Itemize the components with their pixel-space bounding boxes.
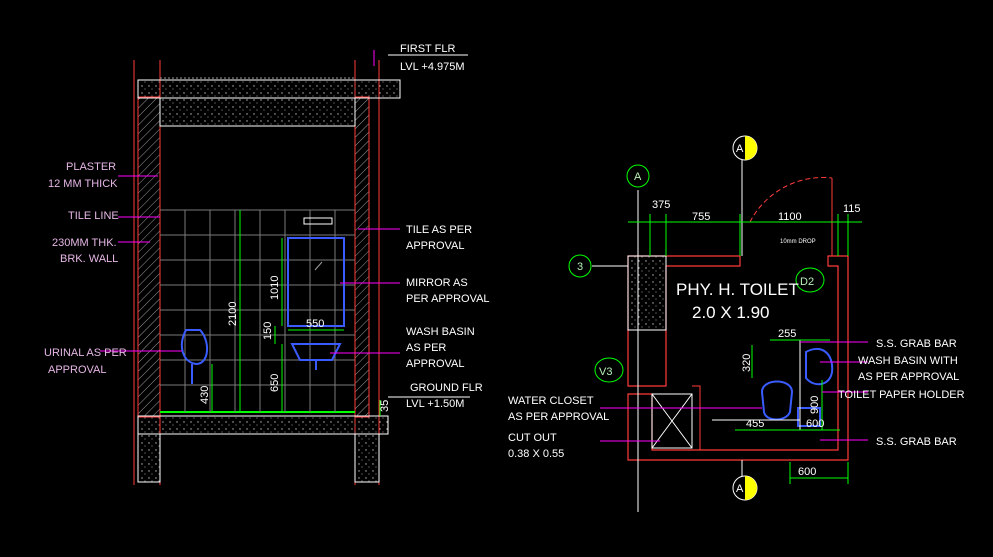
tile-grid <box>160 209 355 412</box>
cut-out-size: 0.38 X 0.55 <box>508 448 564 460</box>
beam <box>159 97 356 127</box>
wash-basin-label: AS PER APPROVAL <box>858 371 959 383</box>
water-closet-label: AS PER APPROVAL <box>508 411 609 423</box>
ground-floor-slab <box>137 415 389 435</box>
dim-550: 550 <box>306 318 324 330</box>
vent-tag <box>594 357 624 383</box>
tile-line-label: TILE LINE <box>68 210 119 222</box>
section-a-top: A <box>736 143 744 155</box>
room-title: PHY. H. TOILET <box>676 280 799 299</box>
grid-bubble-a <box>626 164 650 188</box>
grab-bar-label: S.S. GRAB BAR <box>876 436 957 448</box>
door-swing <box>749 177 833 223</box>
room-size: 2.0 X 1.90 <box>692 303 770 322</box>
dim-650: 650 <box>269 374 281 392</box>
cistern <box>797 407 821 427</box>
footing-left <box>137 433 161 483</box>
plan-view: A 3 D2 V3 A A PHY. H. TOILET 2.0 X 1.90 … <box>508 135 965 512</box>
wash-basin-plan <box>805 347 834 386</box>
door-tag <box>795 267 825 293</box>
wash-basin-elevation <box>290 343 342 361</box>
dim-755: 755 <box>692 211 710 223</box>
mirror <box>287 237 345 327</box>
dim-150: 150 <box>262 322 274 340</box>
plan-wall <box>692 385 701 450</box>
ground-level-label: LVL +1.50M <box>406 398 464 410</box>
basin-label: AS PER <box>406 342 446 354</box>
urinal-label: APPROVAL <box>48 364 107 376</box>
drop-label: 10mm DROP <box>780 239 816 245</box>
first-floor-label: FIRST FLR <box>400 43 455 55</box>
section-a-bottom: A <box>736 483 744 495</box>
section-marker-fill <box>745 136 757 160</box>
dim-455: 455 <box>746 418 764 430</box>
vent-v3-label: V3 <box>599 366 612 378</box>
section-marker-fill <box>745 476 757 500</box>
cut-out-cross <box>651 393 693 449</box>
ground-floor-label: GROUND FLR <box>410 382 483 394</box>
dim-115: 115 <box>843 203 861 215</box>
wall-label: BRK. WALL <box>60 253 118 265</box>
dim-600-top: 600 <box>806 418 824 430</box>
dim-2100: 2100 <box>227 302 239 326</box>
dim-600-bottom: 600 <box>798 466 816 478</box>
dim-1100: 1100 <box>778 211 802 223</box>
urinal-elevation <box>180 329 208 366</box>
tile-label: TILE AS PER <box>406 224 472 236</box>
first-level-label: LVL +4.975M <box>400 61 465 73</box>
plaster-label: PLASTER <box>66 161 116 173</box>
dim-1010: 1010 <box>269 276 281 300</box>
tile-label: APPROVAL <box>406 240 465 252</box>
wash-basin-label: WASH BASIN WITH <box>858 355 958 367</box>
elevation-view: PLASTER 12 MM THICK TILE LINE 230MM THK.… <box>44 43 490 485</box>
mirror-reflection <box>314 261 323 271</box>
plaster-label: 12 MM THICK <box>48 178 118 190</box>
dim-320: 320 <box>741 354 753 372</box>
dim-255: 255 <box>778 328 796 340</box>
plan-dimensions <box>628 214 862 484</box>
water-closet-plan <box>760 380 794 421</box>
grid-a-label: A <box>634 171 642 183</box>
paper-holder-label: TOILET PAPER HOLDER <box>838 389 965 401</box>
elevation-leaders <box>100 50 400 354</box>
urinal-label: URINAL AS PER <box>44 347 127 359</box>
elevation-dimensions <box>211 210 381 416</box>
mirror-label: PER APPROVAL <box>406 293 490 305</box>
plan-leaders <box>600 341 868 442</box>
mirror-light <box>303 217 333 225</box>
right-wall <box>354 96 370 418</box>
left-wall <box>137 96 161 418</box>
basin-label: WASH BASIN <box>406 326 475 338</box>
dim-375: 375 <box>652 199 670 211</box>
dim-430: 430 <box>199 386 211 404</box>
footing-right <box>354 433 380 483</box>
cut-out-box <box>651 393 693 449</box>
grab-bar-label: S.S. GRAB BAR <box>876 338 957 350</box>
first-floor-slab <box>137 79 401 99</box>
column <box>627 255 667 331</box>
basin-label: APPROVAL <box>406 358 465 370</box>
door-d2-label: D2 <box>800 276 814 288</box>
water-closet-label: WATER CLOSET <box>508 395 594 407</box>
wall-label: 230MM THK. <box>52 237 117 249</box>
dim-35: 35 <box>379 400 391 412</box>
cut-out-label: CUT OUT <box>508 432 557 444</box>
grid-bubble-3 <box>568 254 592 278</box>
mirror-label: MIRROR AS <box>406 277 468 289</box>
dim-900: 900 <box>809 396 821 414</box>
grid-3-label: 3 <box>577 261 583 273</box>
